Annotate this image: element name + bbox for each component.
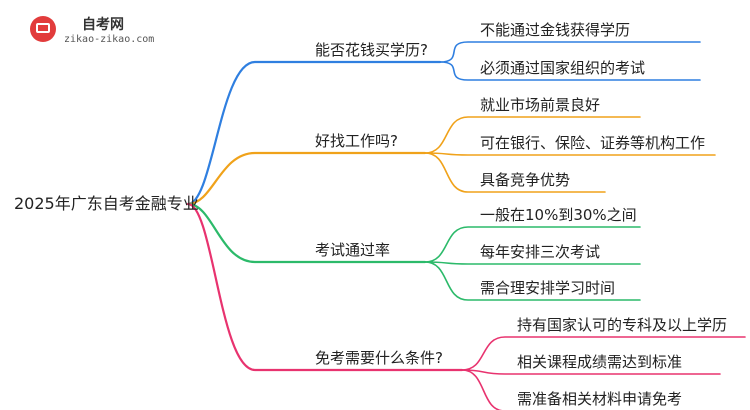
leaf-label-2-1: 就业市场前景良好 [480,96,601,114]
leaf-label-1-1: 不能通过金钱获得学历 [480,21,631,39]
leaf-connector-3-2 [424,261,641,265]
logo-subtitle: zikao-zikao.com [64,34,155,45]
leaf-connector-1-2 [439,61,701,81]
site-logo: 自考网 zikao-zikao.com [30,14,170,50]
branch-label-3: 考试通过率 [315,241,391,259]
leaf-label-2-2: 可在银行、保险、证券等机构工作 [480,134,706,152]
leaf-label-4-2: 相关课程成绩需达到标准 [517,353,683,371]
branch-connector-2 [186,151,427,206]
branch-connector-1 [186,60,442,206]
leaf-connector-2-3 [424,152,606,193]
branch-connector-4 [186,202,464,372]
leaf-connector-2-1 [424,116,641,154]
branch-label-4: 免考需要什么条件? [315,349,443,367]
leaf-connector-3-3 [424,261,641,301]
logo-title: 自考网 [82,17,124,33]
leaf-connector-1-1 [439,41,701,63]
leaf-connector-2-2 [424,152,716,156]
leaf-label-3-2: 每年安排三次考试 [480,243,601,261]
branch-label-2: 好找工作吗? [315,132,398,150]
graduation-cap-icon [30,16,56,42]
leaf-label-2-3: 具备竞争优势 [480,171,571,189]
leaf-label-4-1: 持有国家认可的专科及以上学历 [517,316,728,334]
branch-connector-3 [186,202,427,264]
branch-label-1: 能否花钱买学历? [315,41,428,59]
leaf-connector-3-1 [424,226,641,263]
leaf-label-3-3: 需合理安排学习时间 [480,279,616,297]
leaf-connector-4-2 [461,369,721,375]
leaf-label-3-1: 一般在10%到30%之间 [480,206,637,224]
leaf-label-1-2: 必须通过国家组织的考试 [480,59,646,77]
leaf-connector-4-1 [461,336,746,371]
leaf-connector-4-3 [461,369,504,410]
leaf-label-4-3: 需准备相关材料申请免考 [517,390,683,408]
root-node-label: 2025年广东自考金融专业 [14,194,199,213]
